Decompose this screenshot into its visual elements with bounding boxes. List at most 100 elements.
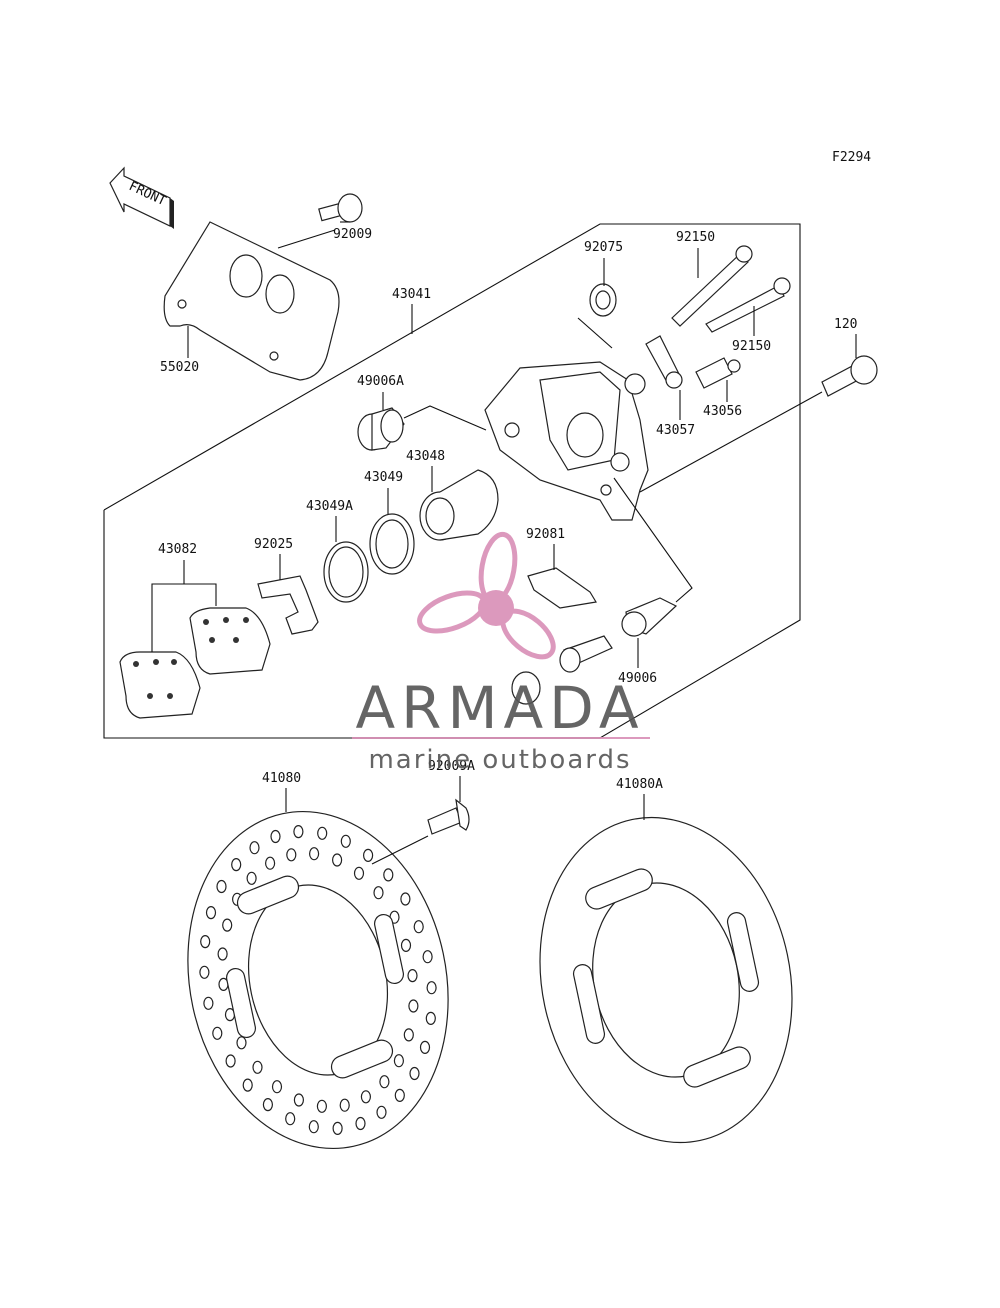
disc-hole <box>199 965 210 979</box>
disc-hole <box>270 829 281 844</box>
disc-hole <box>231 857 242 872</box>
disc-hole <box>355 1116 366 1131</box>
disc-hole <box>332 1121 343 1136</box>
disc-hole <box>262 1097 273 1112</box>
piston-43048 <box>419 469 499 541</box>
disc-hole <box>212 1026 223 1040</box>
disc-hole <box>426 981 437 995</box>
disc-hole <box>379 1075 390 1089</box>
brake-disc-41080 <box>187 810 449 1150</box>
disc-hole <box>309 847 320 861</box>
label-43082: 43082 <box>158 542 197 557</box>
caliper-body-43041 <box>484 361 649 521</box>
disc-hole <box>316 1099 327 1113</box>
disc-hole <box>200 934 211 949</box>
bleed-cap-43057 <box>645 335 683 389</box>
disc-hole <box>400 938 412 953</box>
brake-pad-43082-a <box>189 607 271 675</box>
label-92150-b: 92150 <box>732 339 771 354</box>
label-92009a: 92009A <box>428 759 475 774</box>
seal-92075 <box>589 283 617 317</box>
disc-hole <box>205 905 217 920</box>
disc-hole <box>373 886 384 900</box>
label-92075: 92075 <box>584 240 623 255</box>
disc-hole <box>419 1040 431 1055</box>
brake-disc-41080a <box>539 816 793 1144</box>
label-92150-a: 92150 <box>676 230 715 245</box>
disc-hole <box>332 853 343 867</box>
figure-code: F2294 <box>832 150 871 165</box>
disc-hole <box>271 1080 283 1094</box>
disc-hole <box>360 1090 371 1104</box>
watermark-tagline: marine outboards <box>368 745 631 775</box>
label-92009: 92009 <box>333 227 372 242</box>
label-43048: 43048 <box>406 449 445 464</box>
label-43049: 43049 <box>364 470 403 485</box>
disc-hole <box>236 1036 247 1050</box>
disc-hole <box>403 1028 414 1042</box>
disc-hole <box>308 1120 319 1134</box>
pad-spring-92025 <box>257 575 319 635</box>
disc-hole <box>222 918 233 932</box>
disc-hole <box>394 1088 405 1103</box>
disc-hole <box>383 868 394 882</box>
bushing <box>511 671 541 705</box>
caliper-assembly-frame <box>103 223 801 739</box>
disc-hole <box>242 1078 253 1092</box>
label-49006a: 49006A <box>357 374 404 389</box>
disc-hole <box>407 968 418 983</box>
shim-92081 <box>527 567 597 609</box>
label-41080: 41080 <box>262 771 301 786</box>
disc-hole <box>393 1054 404 1068</box>
slide-bolt <box>559 635 613 673</box>
disc-hole <box>293 824 304 839</box>
disc-hole <box>425 1011 436 1026</box>
piston-seal-43049 <box>369 513 415 575</box>
label-120: 120 <box>834 317 857 332</box>
label-55020: 55020 <box>160 360 199 375</box>
screw-92009a <box>427 798 470 835</box>
slide-pin-49006 <box>621 597 678 637</box>
disc-hole <box>413 920 424 934</box>
label-41080a: 41080A <box>616 777 663 792</box>
disc-hole <box>286 848 297 862</box>
disc-hole <box>225 1054 236 1068</box>
pin-92150-a <box>671 245 753 327</box>
label-43057: 43057 <box>656 423 695 438</box>
label-43049a: 43049A <box>306 499 353 514</box>
watermark-brand: ARMADA <box>355 674 644 742</box>
disc-hole <box>422 950 433 964</box>
brake-pad-43082-b <box>119 651 201 719</box>
boot-49006a <box>357 407 405 451</box>
label-43041: 43041 <box>392 287 431 302</box>
watermark: ARMADA marine outboards <box>352 531 650 775</box>
disc-hole <box>252 1060 263 1074</box>
disc-hole <box>246 871 257 885</box>
caliper-bracket-55020 <box>163 221 340 381</box>
disc-hole <box>363 848 374 863</box>
disc-hole <box>400 892 411 906</box>
disc-hole <box>293 1093 304 1107</box>
disc-hole <box>317 826 328 840</box>
propeller-logo-icon <box>417 531 556 660</box>
pin-92150-b <box>705 277 791 333</box>
disc-hole <box>408 999 419 1013</box>
disc-hole <box>339 1098 350 1112</box>
disc-hole <box>217 947 228 961</box>
label-92081: 92081 <box>526 527 565 542</box>
disc-hole <box>265 856 276 870</box>
label-43056: 43056 <box>703 404 742 419</box>
disc-hole <box>249 841 260 855</box>
dust-seal-43049a <box>323 541 369 603</box>
disc-hole <box>409 1066 420 1081</box>
label-92025: 92025 <box>254 537 293 552</box>
front-arrow-icon: FRONT <box>109 166 174 229</box>
disc-hole <box>376 1105 387 1119</box>
disc-hole <box>285 1112 296 1126</box>
label-49006: 49006 <box>618 671 657 686</box>
bolt-92009 <box>318 193 363 223</box>
disc-hole <box>203 996 214 1010</box>
disc-hole <box>353 866 365 880</box>
